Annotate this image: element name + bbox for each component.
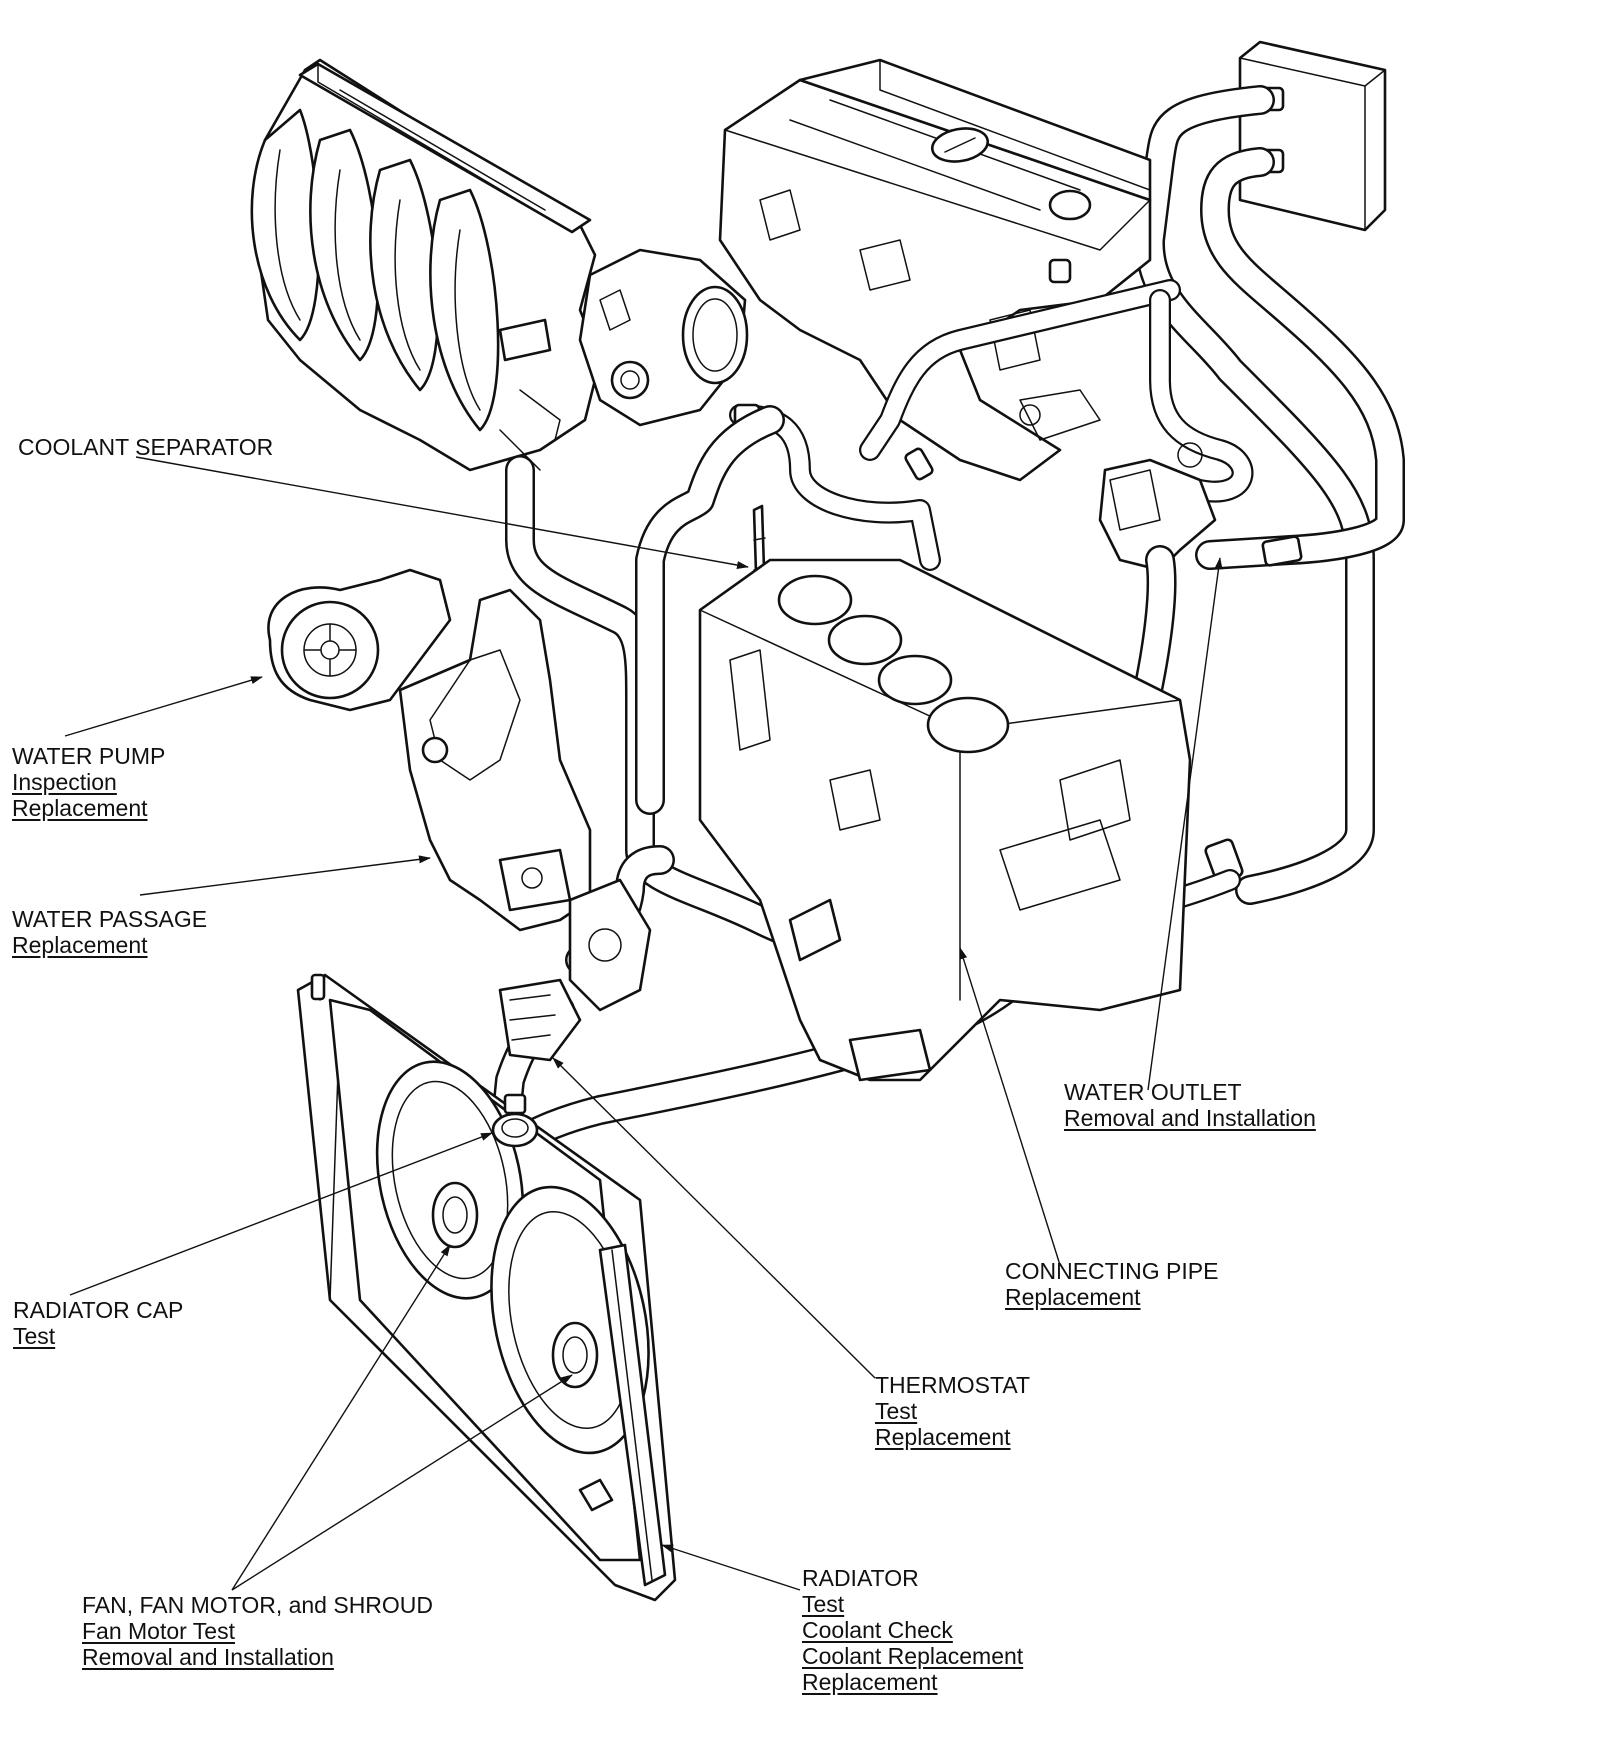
water-pump-inspection-link[interactable]: Inspection: [12, 769, 117, 795]
radiator-assembly: [296, 973, 677, 1602]
water-outlet-housing: [1098, 442, 1217, 572]
radiator-replacement-link[interactable]: Replacement: [802, 1669, 938, 1695]
water-passage-label: WATER PASSAGE Replacement: [12, 906, 207, 958]
radiator-coolant-check-link[interactable]: Coolant Check: [802, 1617, 953, 1643]
fan-motor-test-link[interactable]: Fan Motor Test: [82, 1618, 235, 1644]
intake-manifold: [250, 58, 602, 472]
radiator-title: RADIATOR: [802, 1565, 919, 1591]
water-outlet-title: WATER OUTLET: [1064, 1079, 1242, 1105]
radiator-test-link[interactable]: Test: [802, 1591, 845, 1617]
radiator-coolant-replacement-link[interactable]: Coolant Replacement: [802, 1643, 1024, 1669]
water-passage-replacement-link[interactable]: Replacement: [12, 932, 148, 958]
coolant-separator-title: COOLANT SEPARATOR: [18, 434, 274, 460]
connecting-pipe-title: CONNECTING PIPE: [1005, 1258, 1219, 1284]
fan-removal-installation-link[interactable]: Removal and Installation: [82, 1644, 334, 1670]
water-pump-replacement-link[interactable]: Replacement: [12, 795, 148, 821]
thermostat-label: THERMOSTAT Test Replacement: [875, 1372, 1030, 1450]
connecting-pipe-replacement-link[interactable]: Replacement: [1005, 1284, 1141, 1310]
leader-lines: [64, 456, 1223, 1591]
fan-title: FAN, FAN MOTOR, and SHROUD: [82, 1592, 434, 1618]
cylinder-head: [718, 58, 1152, 482]
engine-block: [698, 558, 1192, 1082]
thermostat-housing: [498, 878, 652, 1062]
water-pump: [267, 568, 452, 712]
fan-label: FAN, FAN MOTOR, and SHROUD Fan Motor Tes…: [82, 1592, 433, 1670]
water-pump-label: WATER PUMP Inspection Replacement: [12, 743, 165, 821]
throttle-body: [578, 248, 749, 427]
radiator-cap-test-link[interactable]: Test: [13, 1323, 56, 1349]
water-pump-title: WATER PUMP: [12, 743, 166, 769]
thermostat-title: THERMOSTAT: [875, 1372, 1031, 1398]
connecting-pipe-label: CONNECTING PIPE Replacement: [1005, 1258, 1218, 1310]
heater-core: [1238, 40, 1387, 232]
radiator-cap: [491, 1093, 539, 1148]
radiator-cap-label: RADIATOR CAP Test: [13, 1297, 183, 1349]
radiator-label: RADIATOR Test Coolant Check Coolant Repl…: [802, 1565, 1023, 1695]
radiator-cap-title: RADIATOR CAP: [13, 1297, 184, 1323]
water-passage: [398, 588, 592, 932]
thermostat-replacement-link[interactable]: Replacement: [875, 1424, 1011, 1450]
heater-hoses: [1135, 85, 1405, 905]
coolant-separator-label: COOLANT SEPARATOR: [18, 434, 273, 460]
thermostat-test-link[interactable]: Test: [875, 1398, 918, 1424]
water-outlet-removal-installation-link[interactable]: Removal and Installation: [1064, 1105, 1316, 1131]
water-passage-title: WATER PASSAGE: [12, 906, 208, 932]
water-outlet-label: WATER OUTLET Removal and Installation: [1064, 1079, 1316, 1131]
